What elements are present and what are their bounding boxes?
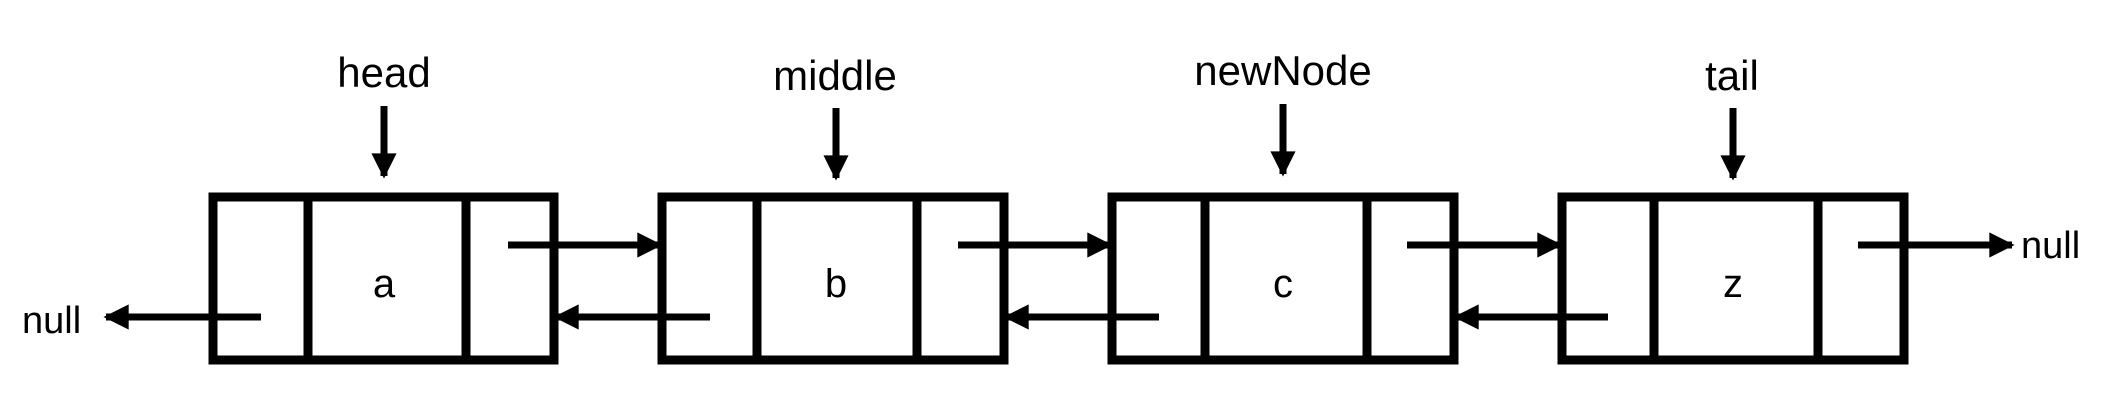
list-node-a: a xyxy=(208,192,559,365)
node-value-label: c xyxy=(1273,262,1293,306)
pointer-label-middle: middle xyxy=(773,52,897,99)
node-frame xyxy=(1557,192,1909,365)
pointer-label-head: head xyxy=(337,49,430,96)
node-frame xyxy=(1107,192,1459,365)
node-value-label: a xyxy=(373,262,396,306)
null-label-right: null xyxy=(2021,225,2080,267)
pointer-label-newnode: newNode xyxy=(1194,47,1371,94)
node-frame xyxy=(657,192,1009,365)
pointer-label-tail: tail xyxy=(1705,52,1759,99)
list-node-z: z xyxy=(1557,192,1909,365)
node-value-label: z xyxy=(1723,262,1743,306)
node-value-label: b xyxy=(825,262,847,306)
null-label-left: null xyxy=(22,300,81,342)
list-node-c: c xyxy=(1107,192,1459,365)
list-node-b: b xyxy=(657,192,1009,365)
node-frame xyxy=(208,192,559,365)
